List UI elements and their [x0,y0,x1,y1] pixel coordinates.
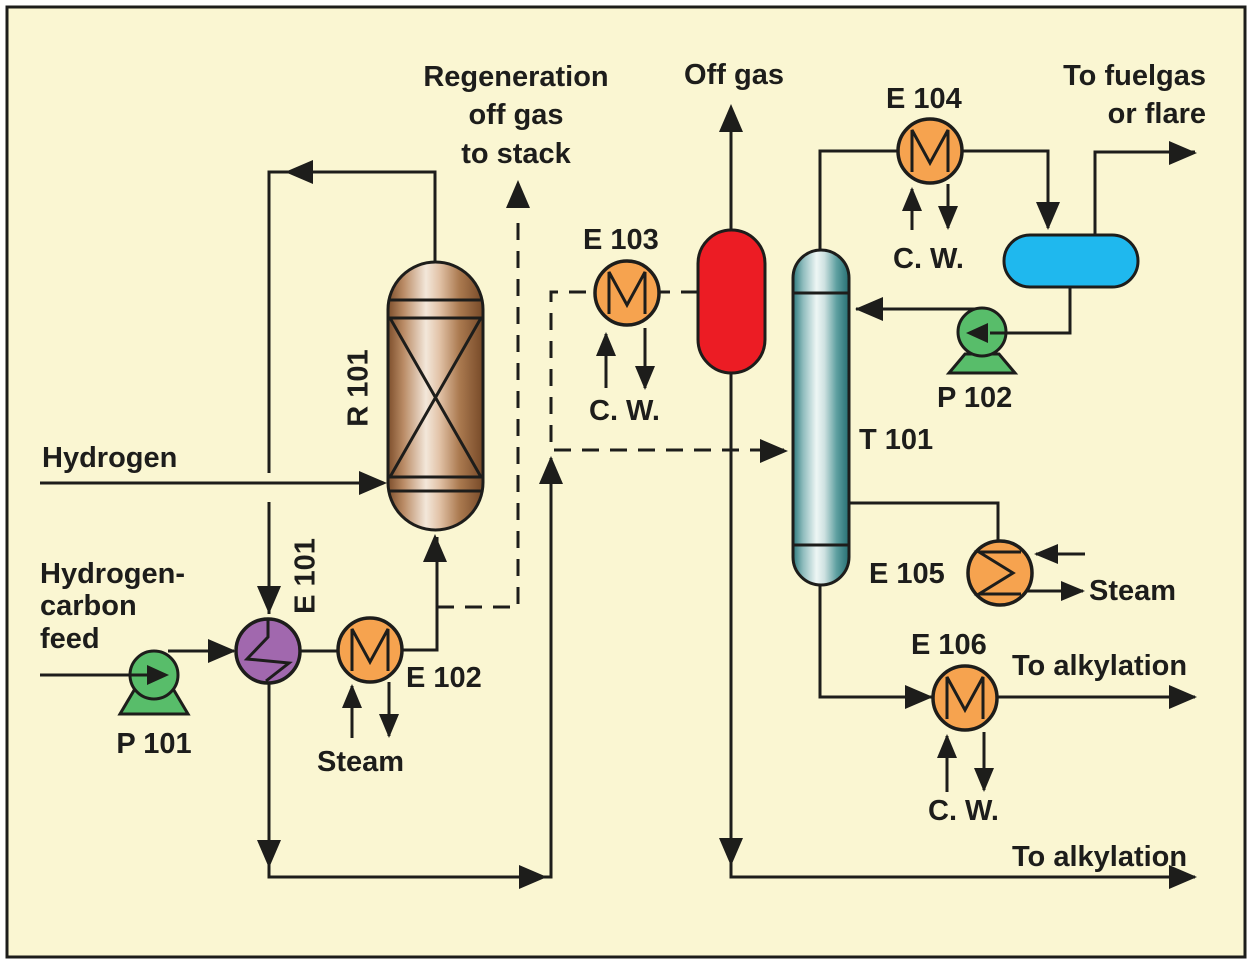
tag-p101: P 101 [116,728,192,760]
arrow-separator-bottoms-down [719,838,743,866]
arrow-cw-out-e106 [974,768,994,792]
line-e102-to-reactor [402,537,439,652]
line-e101-recycle [267,458,553,879]
tag-e103: E 103 [583,224,659,256]
exchanger-e105 [966,539,1034,607]
arrow-to-alkylation-bottom [1169,865,1197,889]
exchanger-e101 [234,617,302,685]
label-to-fuelgas-or-flare: To fuelgas or flare [1063,60,1206,131]
line-reactor-effluent [267,170,437,473]
line-separator-bottoms [729,373,1195,879]
arrow-to-alkylation-mid [1169,685,1197,709]
label-steam-e105: Steam [1089,575,1177,607]
reactor-weld-lines [389,298,482,493]
arrow-recycle-up [539,456,563,484]
arrow-into-e106 [905,685,933,709]
arrow-effluent-left [285,160,313,184]
arrow-steam-into-e102 [342,684,362,708]
e105-tube-pattern [973,550,1021,596]
exchanger-e106 [931,664,999,732]
tag-r101: R 101 [342,349,375,427]
separator-vessel [696,228,767,375]
e102-tube-pattern [350,628,390,671]
label-cw-e104: C. W. [893,243,964,275]
line-column-bottoms [818,585,1195,699]
p102-flow-arrow [966,323,988,343]
arrow-feed-into-t101 [760,439,788,463]
arrow-cw-into-e103 [596,332,616,356]
exchanger-e102 [336,616,404,684]
label-cw-e106: C. W. [928,795,999,827]
tag-p102: P 102 [937,382,1013,414]
arrow-cw-into-e106 [937,734,957,758]
arrow-cw-into-e104 [902,187,922,211]
line-column-to-e105 [849,501,1000,541]
line-drum-to-p102 [1004,287,1072,335]
arrow-cw-out-e103 [635,366,655,390]
line-regen-to-stack [437,212,520,609]
arrow-reflux-into-t101 [855,297,883,321]
label-hydrogen: Hydrogen [42,442,178,474]
arrow-recycle-right [519,865,547,889]
tag-e106: E 106 [911,629,987,661]
tag-t101: T 101 [859,424,934,456]
arrow-cw-out-e104 [938,206,958,230]
line-regen-separator-column [549,290,784,452]
flow-arrowheads [208,104,1197,889]
label-cw-e103: C. W. [589,395,660,427]
arrow-recycle-down [257,840,281,868]
line-drum-to-fuelgas [1093,150,1195,235]
tag-e105: E 105 [869,558,945,590]
arrow-off-gas [719,104,743,132]
arrow-regen-stack [506,180,530,208]
e104-tube-pattern [910,129,950,172]
pump-p102 [945,306,1019,375]
label-steam-e102: Steam [317,746,405,778]
tag-e104: E 104 [886,83,962,115]
arrow-steam-into-e105 [1034,544,1058,564]
arrow-into-r101-bottom [423,534,447,562]
e101-coil-zigzag [243,620,293,683]
arrow-to-fuelgas [1169,141,1197,165]
arrow-hydrogen-into-r101 [359,471,387,495]
arrow-steam-out-e105 [1061,581,1085,601]
exchanger-e104 [896,117,964,185]
column-weld-lines [794,291,848,547]
e106-tube-pattern [945,676,985,719]
label-hydrocarbon-feed: Hydrogen- carbon feed [40,558,185,655]
exchanger-e103 [593,259,661,327]
column-t101 [791,248,851,587]
label-off-gas: Off gas [684,59,784,91]
label-to-alkylation-mid: To alkylation [1012,650,1188,682]
reactor-catalyst-bed-cross [388,317,483,478]
tag-e101: E 101 [289,538,322,614]
reflux-drum [1002,233,1140,289]
label-regeneration-off-gas-to-stack: Regeneration off gas to stack [423,61,609,170]
label-to-alkylation-bottom: To alkylation [1012,841,1188,873]
arrow-into-drum [1036,202,1060,230]
p101-flow-arrow [147,665,169,685]
reactor-r101 [386,260,485,532]
arrow-condensate-out-e102 [379,714,399,738]
e103-tube-pattern [607,271,647,314]
tag-e102: E 102 [406,662,482,694]
pump-p101 [117,649,191,716]
arrow-into-e101-top [257,586,281,614]
arrow-feed-into-e101 [208,639,236,663]
